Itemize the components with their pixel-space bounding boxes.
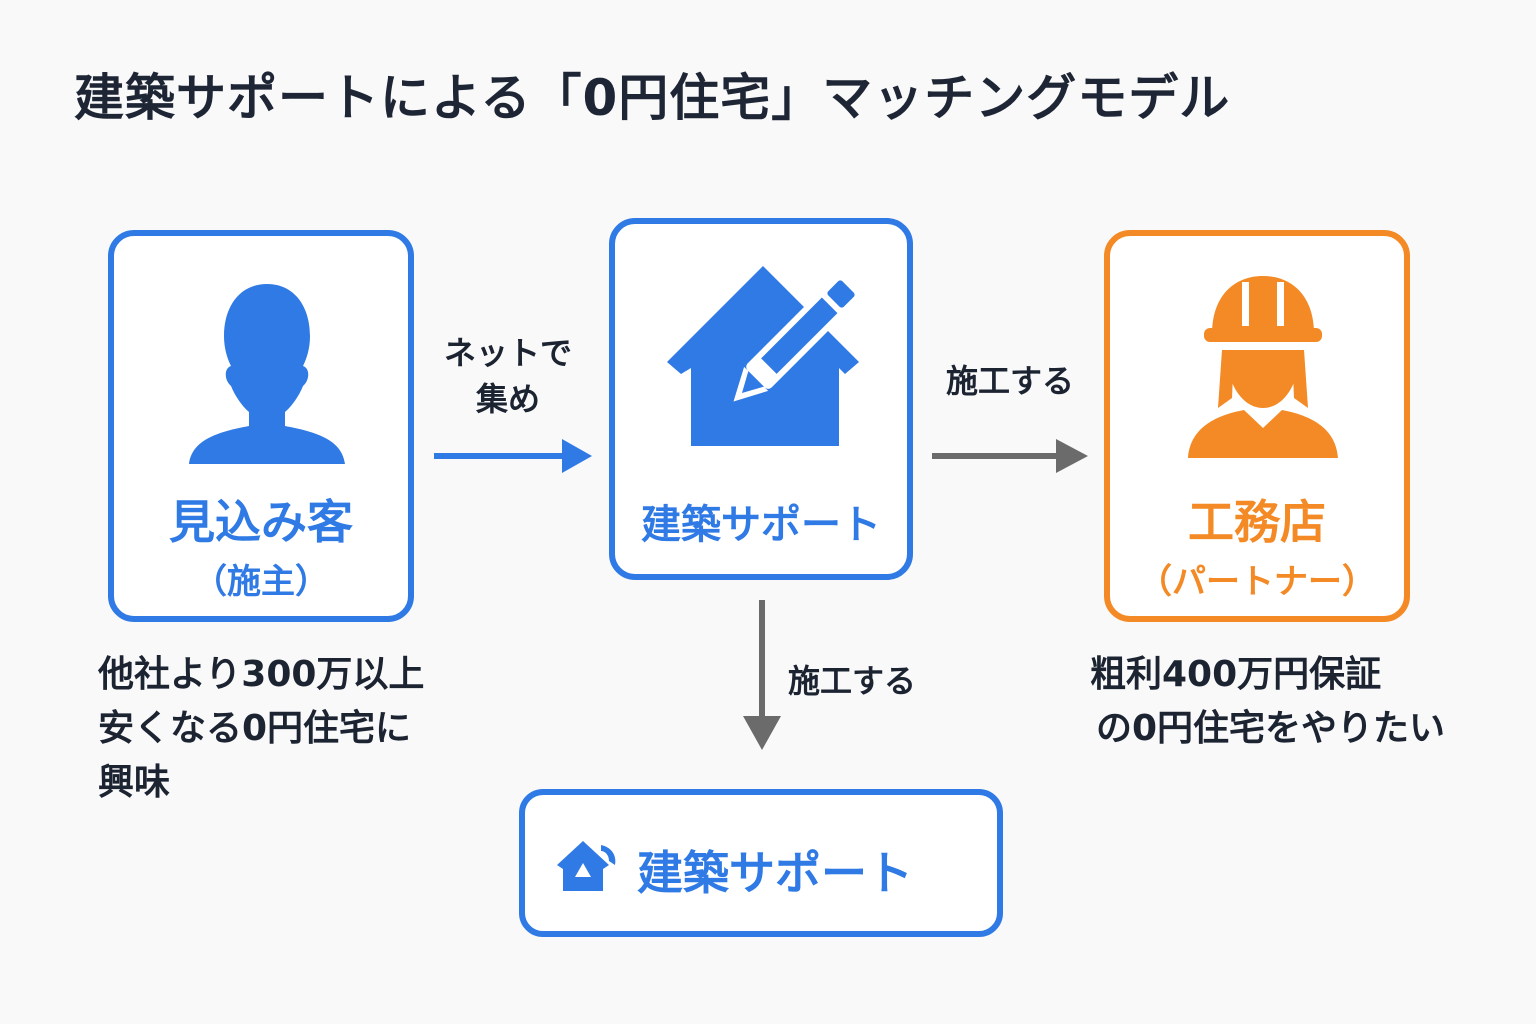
builder-description-line: の0円住宅をやりたい <box>1096 708 1446 749</box>
arrow-label-construct-down: 施工する <box>788 662 917 700</box>
builder-description-line: 粗利400万円保証 <box>1090 654 1382 695</box>
arrow-support-down <box>743 600 781 750</box>
customer-sublabel: （施主） <box>193 562 329 602</box>
customer-description-line: 他社より300万以上 <box>98 654 425 695</box>
builder-sublabel: （パートナー） <box>1138 562 1376 602</box>
arrow-label-collect: ネットで 集め <box>438 330 578 422</box>
builder-box: 工務店 （パートナー） <box>1104 230 1410 622</box>
house-logo-icon <box>557 841 616 891</box>
customer-label: 見込み客 <box>169 495 353 549</box>
support-bottom-box: 建築サポート <box>519 789 1003 937</box>
house-pencil-icon <box>667 266 863 446</box>
customer-description: 他社より300万以上 安くなる0円住宅に 興味 <box>98 648 424 810</box>
arrow-label-collect-line: 集め <box>475 380 540 418</box>
arrow-support-to-builder <box>932 439 1088 473</box>
customer-description-line: 興味 <box>98 762 171 803</box>
builder-description: 粗利400万円保証 の0円住宅をやりたい <box>1090 648 1445 756</box>
support-box: 建築サポート <box>609 218 913 580</box>
arrow-customer-to-support <box>434 439 592 473</box>
person-silhouette-icon <box>189 284 345 464</box>
customer-description-line: 安くなる0円住宅に <box>98 708 412 749</box>
arrow-label-collect-line: ネットで <box>443 334 572 372</box>
builder-label: 工務店 <box>1188 495 1326 549</box>
customer-box: 見込み客 （施主） <box>108 230 414 622</box>
worker-helmet-icon <box>1188 276 1338 458</box>
diagram-title: 建築サポートによる「0円住宅」マッチングモデル <box>74 69 1231 127</box>
arrow-label-construct-right: 施工する <box>945 362 1074 400</box>
support-bottom-label: 建築サポート <box>637 846 913 900</box>
support-label: 建築サポート <box>641 502 881 548</box>
